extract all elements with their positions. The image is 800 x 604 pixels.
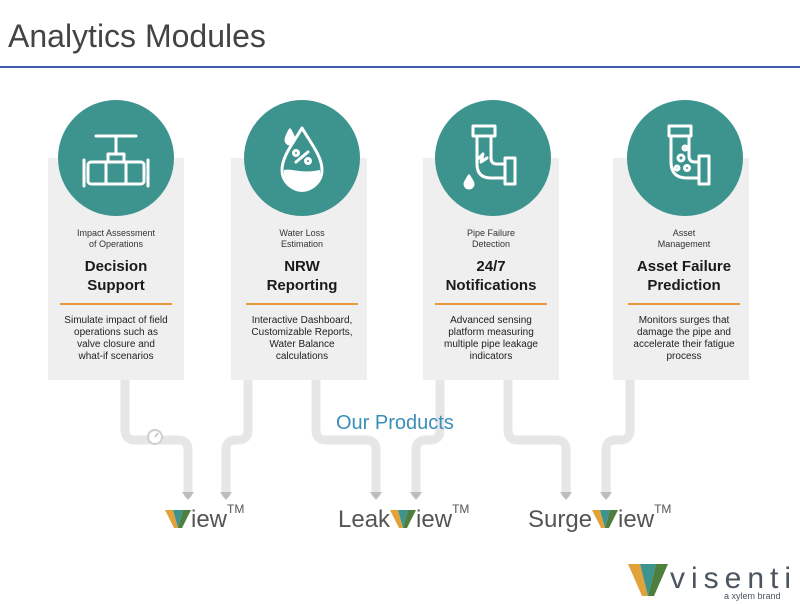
module-subtitle: Water Loss Estimation	[279, 228, 325, 249]
module-divider	[246, 303, 358, 305]
brand-name: visenti	[670, 562, 798, 595]
module-divider	[435, 303, 547, 305]
module-description: Advanced sensing platform measuring mult…	[444, 315, 538, 362]
valve-pipe-icon	[58, 100, 174, 216]
v-mark-icon	[165, 510, 191, 528]
leaking-pipe-icon	[435, 100, 551, 216]
module-subtitle: Pipe Failure Detection	[466, 228, 516, 249]
products-heading: Our Products	[336, 412, 454, 434]
module-heading: 24/7 Notifications	[445, 258, 537, 294]
brand-tagline: a xylem brand	[724, 591, 781, 601]
corroded-pipe-icon	[627, 100, 743, 216]
page-title: Analytics Modules	[8, 18, 266, 54]
module-subtitle: Asset Management	[657, 228, 711, 249]
module-description: Monitors surges that damage the pipe and…	[633, 315, 735, 362]
title-bar: Analytics Modules	[0, 0, 800, 68]
v-mark-icon	[592, 510, 619, 528]
module-heading: Asset Failure Prediction	[636, 258, 732, 294]
module-divider	[628, 303, 740, 305]
module-description: Simulate impact of field operations such…	[64, 315, 168, 362]
v-mark-icon	[390, 510, 417, 528]
module-subtitle: Impact Assessment of Operations	[76, 228, 156, 249]
water-drop-percent-icon	[244, 100, 360, 216]
module-description: Interactive Dashboard, Customizable Repo…	[251, 315, 353, 362]
module-heading: NRW Reporting	[266, 258, 338, 294]
product-logo-view: iewTM	[165, 502, 244, 534]
module-divider	[60, 303, 172, 305]
product-logo-leakview: Leak iewTM	[338, 502, 470, 533]
product-logo-surgeview: Surge iewTM	[528, 502, 672, 533]
visenti-logo-icon	[628, 564, 668, 596]
module-heading: Decision Support	[84, 258, 148, 294]
